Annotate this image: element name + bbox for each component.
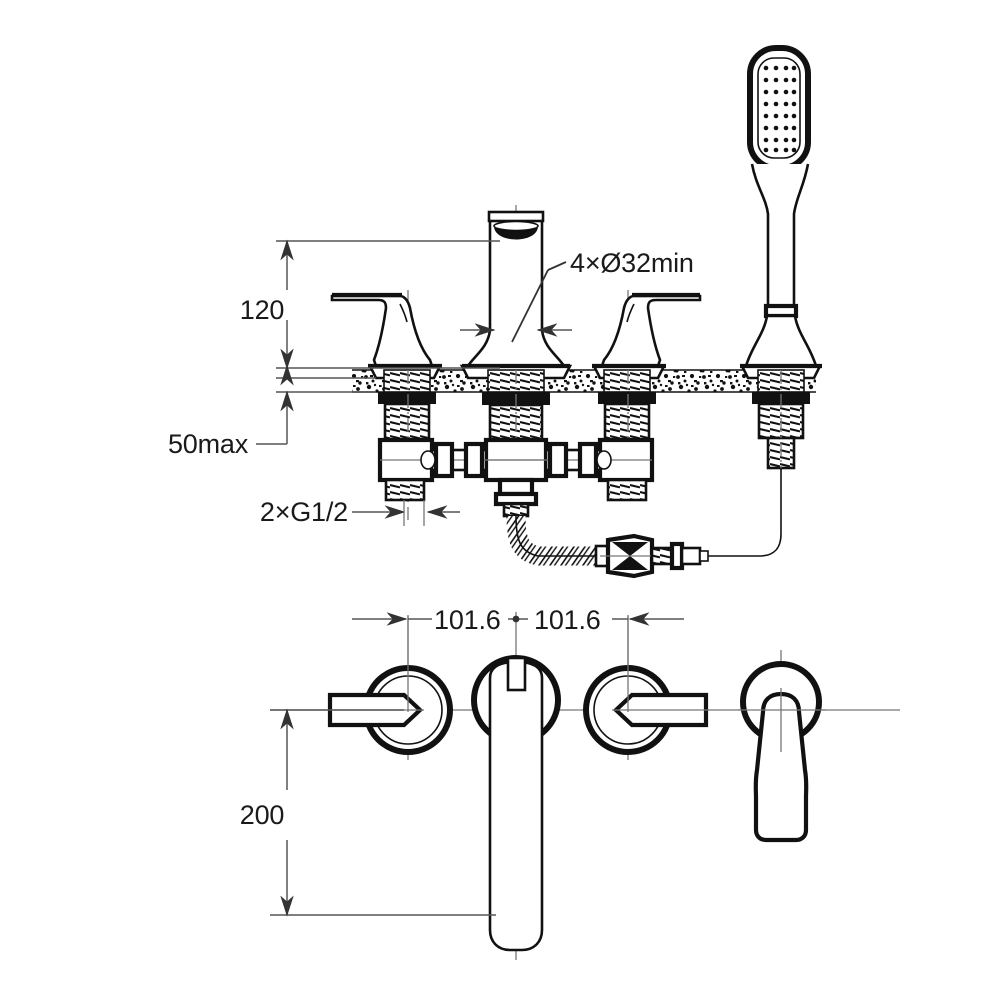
manifold-assembly <box>377 437 655 518</box>
note-2x-g12-label: 2×G1/2 <box>260 497 348 527</box>
handshower-supply-line <box>708 468 782 557</box>
note-2x-g12: 2×G1/2 <box>260 497 460 527</box>
handshower <box>739 45 823 380</box>
note-4x-d32min: 4×Ø32min <box>460 248 694 343</box>
elevation-view: 120 50max 4×Ø32min 2×G1/2 <box>168 45 823 579</box>
dim-200-label: 200 <box>240 800 284 830</box>
plan-view: 101.6 101.6 200 <box>240 605 900 960</box>
hose-connector <box>650 541 709 571</box>
dim-120-label: 120 <box>240 295 284 325</box>
spray-face-nozzles <box>763 65 797 153</box>
dim-101-6-left-label: 101.6 <box>434 605 501 635</box>
dim-101-6-right-label: 101.6 <box>534 605 601 635</box>
dim-50max: 50max <box>168 364 376 459</box>
spout-plan <box>471 655 561 952</box>
note-4x-d32min-label: 4×Ø32min <box>570 248 694 278</box>
dim-50max-label: 50max <box>168 429 249 459</box>
dim-120: 120 <box>240 239 500 370</box>
handshower-shank <box>752 369 810 470</box>
dim-200: 200 <box>240 708 496 917</box>
dim-101-6-pair: 101.6 101.6 <box>352 605 684 712</box>
handshower-plan <box>738 661 826 843</box>
